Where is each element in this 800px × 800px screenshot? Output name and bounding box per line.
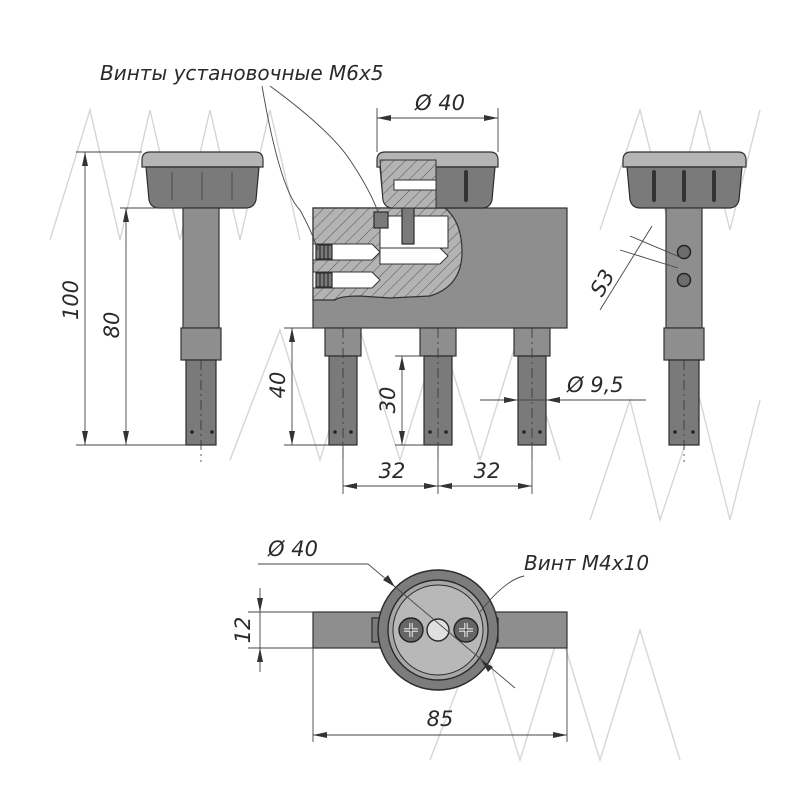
dim-spacing: 32 32 xyxy=(342,445,533,494)
dim-spacing-left: 32 xyxy=(379,459,406,483)
screw-right-icon xyxy=(453,617,479,643)
dim-bottom-diameter-text: Ø 40 xyxy=(267,537,318,561)
dim-gap-text: S3 xyxy=(586,265,620,300)
dim-100: 100 xyxy=(59,280,83,320)
dim-top-diameter-text: Ø 40 xyxy=(414,91,465,115)
dim-spacing-right: 32 xyxy=(474,459,501,483)
dim-30: 30 xyxy=(376,387,400,414)
dim-thickness-text: 12 xyxy=(231,617,255,644)
dim-top-diameter: Ø 40 xyxy=(376,91,499,152)
set-screws-label: Винты установочные M6x5 xyxy=(100,61,384,85)
dim-40: 40 xyxy=(266,372,290,399)
screw-callout: Винт M4x10 xyxy=(479,551,649,613)
left-side-view xyxy=(141,151,264,462)
screw-label: Винт M4x10 xyxy=(524,551,649,575)
dim-pin-lengths: 40 30 xyxy=(266,327,424,446)
dim-width-text: 85 xyxy=(427,707,454,731)
dim-width: 85 xyxy=(312,648,568,742)
dim-80: 80 xyxy=(100,312,124,339)
right-side-view xyxy=(622,151,747,462)
screw-left-icon xyxy=(398,617,424,643)
dim-pin-diameter-text: Ø 9,5 xyxy=(566,373,624,397)
front-view xyxy=(312,151,568,462)
set-screws-callout: Винты установочные M6x5 xyxy=(100,61,384,251)
dim-bottom-diameter: Ø 40 xyxy=(258,537,516,689)
top-view xyxy=(312,569,568,691)
dim-height-left: 100 80 xyxy=(59,151,186,446)
dim-thickness: 12 xyxy=(231,588,313,672)
dim-pin-diameter: Ø 9,5 xyxy=(480,373,646,403)
